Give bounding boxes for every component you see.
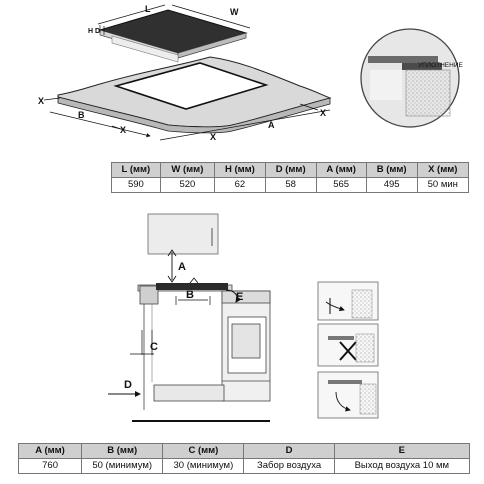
depth-label: D (95, 28, 100, 35)
installation-label-a: A (178, 261, 186, 273)
seal-label: УПЛОТНЕНИЕ (418, 62, 463, 69)
dimensions-header-cell: W (мм) (159, 162, 216, 178)
dimensions-header-cell: A (мм) (315, 162, 367, 178)
dimensions-value-cell: 50 мин (416, 177, 470, 193)
clearance-label-right: X (320, 108, 326, 118)
dimensions-header-cell: H (мм) (214, 162, 266, 178)
cutout-length-label: A (268, 120, 275, 130)
oven (153, 290, 271, 402)
clearance-header-cell: A (мм) (17, 443, 83, 459)
countertop (57, 56, 332, 134)
clearance-value-cell: 760 (17, 458, 83, 474)
clearance-header-cell: B (мм) (81, 443, 164, 459)
clearance-label-left: X (38, 96, 44, 106)
width-label: W (230, 7, 239, 17)
air-outlet-arrow (225, 289, 242, 303)
dimension-c-lines (130, 330, 154, 355)
detail-panel-2 (317, 323, 379, 367)
clearance-table-header-row: A (мм) B (мм) C (мм) D E (17, 443, 471, 459)
dimensions-table-value-row: 590 520 62 58 565 495 50 мин (111, 177, 470, 193)
clearance-value-cell: Выход воздуха 10 мм (333, 458, 471, 474)
clearance-header-cell: D (243, 443, 335, 459)
installation-label-d: D (124, 379, 132, 391)
clearance-label-front: X (120, 125, 126, 135)
clearance-table: A (мм) B (мм) C (мм) D E 760 50 (минимум… (17, 443, 471, 474)
dimension-b-lines (175, 296, 211, 305)
dimensions-table: L (мм) W (мм) H (мм) D (мм) A (мм) B (мм… (111, 162, 470, 193)
dimensions-value-cell: 495 (365, 177, 418, 193)
installation-label-e: E (236, 291, 243, 303)
countertop-dimension-lines (43, 97, 331, 141)
cooktop-dimension-lines (97, 4, 251, 35)
clearance-header-cell: E (333, 443, 471, 459)
dimensions-value-cell: 58 (264, 177, 317, 193)
detail-panel-1 (317, 281, 379, 321)
dimensions-header-cell: X (мм) (416, 162, 470, 178)
wall-cabinet (147, 213, 219, 255)
clearance-value-cell: 30 (минимум) (162, 458, 245, 474)
dimensions-header-cell: B (мм) (365, 162, 418, 178)
dimension-a-arrow (167, 249, 177, 283)
dimensions-header-cell: D (мм) (264, 162, 317, 178)
length-label: L (145, 4, 151, 14)
clearance-table-value-row: 760 50 (минимум) 30 (минимум) Забор возд… (17, 458, 471, 474)
dimensions-value-cell: 590 (111, 177, 161, 193)
installation-label-b: B (186, 289, 194, 301)
detail-panel-3 (317, 371, 379, 419)
installation-label-c: C (150, 341, 158, 353)
clearance-label-bottom: X (210, 132, 216, 142)
clearance-header-cell: C (мм) (162, 443, 245, 459)
clearance-value-cell: 50 (минимум) (81, 458, 164, 474)
cutout-width-label: B (78, 110, 85, 120)
height-label: H (88, 28, 93, 35)
dimensions-header-cell: L (мм) (111, 162, 161, 178)
dimensions-value-cell: 565 (315, 177, 367, 193)
dimensions-value-cell: 62 (214, 177, 266, 193)
seal-detail (360, 28, 460, 128)
clearance-value-cell: Забор воздуха (243, 458, 335, 474)
cooktop (98, 9, 248, 63)
dimensions-value-cell: 520 (159, 177, 216, 193)
dimensions-table-header-row: L (мм) W (мм) H (мм) D (мм) A (мм) B (мм… (111, 162, 470, 178)
cooktop-in-cabinet (156, 277, 228, 290)
